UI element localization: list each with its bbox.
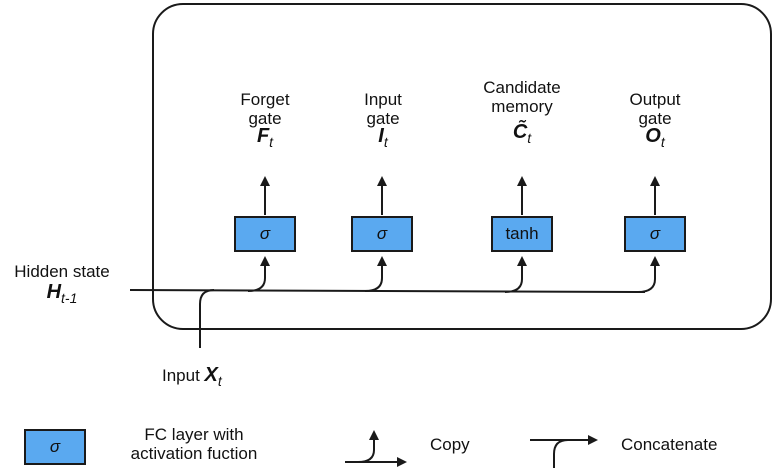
hidden-symbol: H <box>46 281 62 303</box>
input-symbol: X <box>204 364 218 386</box>
legend-copy-label: Copy <box>430 435 470 454</box>
gate-title-text: Candidate memory <box>483 78 561 116</box>
candidate-symbol: C̃ <box>512 121 528 143</box>
gate-symbol: Ft <box>225 125 305 150</box>
forget-gate-box: σ <box>234 216 296 252</box>
branch-output <box>637 256 660 293</box>
copy-symbol-branch <box>357 430 379 463</box>
branch-forget <box>247 256 270 292</box>
legend-fc-box: σ <box>24 429 86 465</box>
concat-symbol-join <box>553 439 569 468</box>
input-gate-box: σ <box>351 216 413 252</box>
input-text: Input <box>162 366 200 385</box>
input-line <box>199 289 215 348</box>
cell-boundary <box>152 3 772 330</box>
forget-symbol: F <box>256 125 270 147</box>
input-gate-symbol: I <box>378 125 384 147</box>
hidden-subscript: t-1 <box>61 290 78 306</box>
candidate-subscript: t <box>527 130 532 146</box>
gate-title-text: Forget gate <box>240 90 290 128</box>
output-symbol: O <box>645 125 661 147</box>
gate-symbol: Ot <box>615 125 695 150</box>
gate-title-text: Output gate <box>629 90 681 128</box>
gate-symbol: C̃t <box>470 121 574 146</box>
gate-title-candidate: Candidate memory C̃t <box>470 78 574 146</box>
hidden-state-label: Hidden state Ht-1 <box>2 262 122 306</box>
gate-title-forget: Forget gate Ft <box>225 90 305 150</box>
gate-title-input: Input gate It <box>345 90 421 150</box>
input-label: Input Xt <box>162 364 262 389</box>
output-subscript: t <box>660 134 665 150</box>
legend-fc-label: FC layer with activation fuction <box>110 425 278 463</box>
hidden-state-symbol: Ht-1 <box>2 281 122 306</box>
legend-fc-line2: activation fuction <box>130 444 258 463</box>
input-gate-subscript: t <box>383 134 388 150</box>
legend-concat-label: Concatenate <box>621 435 718 454</box>
hidden-state-text: Hidden state <box>14 262 110 281</box>
gate-symbol: It <box>345 125 421 150</box>
branch-candidate <box>504 256 527 293</box>
gate-title-text: Input gate <box>364 90 402 128</box>
forget-subscript: t <box>269 134 274 150</box>
input-subscript: t <box>217 373 222 389</box>
output-gate-box: σ <box>624 216 686 252</box>
hidden-state-line <box>129 289 646 293</box>
candidate-memory-box: tanh <box>491 216 553 252</box>
legend-fc-line1: FC layer with <box>144 425 244 444</box>
branch-input <box>364 256 387 292</box>
gate-title-output: Output gate Ot <box>615 90 695 150</box>
